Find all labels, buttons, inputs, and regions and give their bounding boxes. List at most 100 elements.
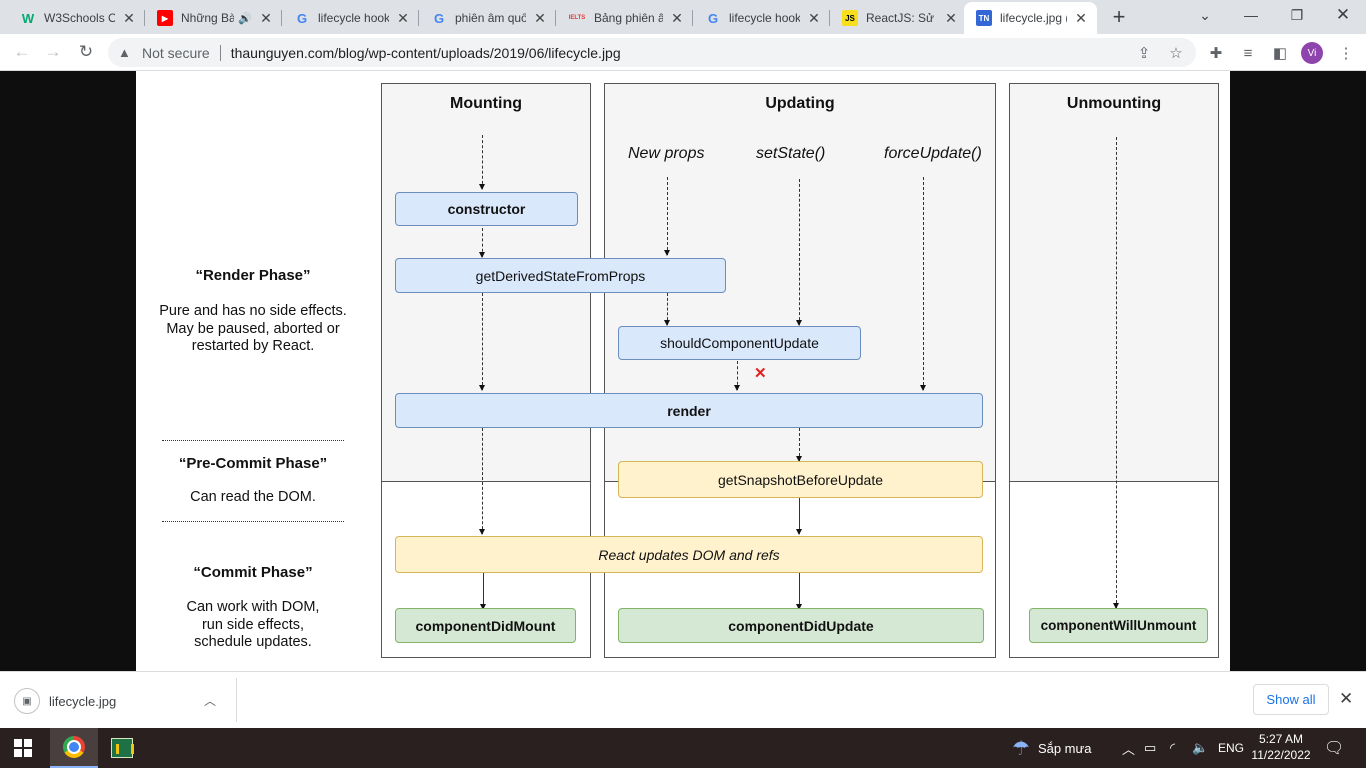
thaunguyen-favicon-icon: TN [976, 10, 992, 26]
close-icon[interactable]: ✕ [260, 9, 272, 26]
profile-avatar[interactable]: Vi [1301, 42, 1323, 64]
close-icon[interactable]: ✕ [123, 9, 135, 26]
precommit-phase-description: Can read the DOM. [190, 489, 316, 505]
weather-widget[interactable]: ☂ Sắp mưa [1012, 728, 1091, 768]
tab-search-chevron-icon[interactable]: ⌄ [1199, 6, 1211, 23]
column-render-region [1010, 84, 1218, 482]
share-icon[interactable]: ⇪ [1137, 45, 1151, 62]
media-queue-icon[interactable]: ≡ [1243, 44, 1253, 62]
battery-icon[interactable]: ▭ [1144, 740, 1157, 755]
notification-icon[interactable]: 🗨 [1324, 740, 1345, 757]
constructor-node: constructor [395, 192, 578, 226]
tab-w3schools[interactable]: W W3Schools Online ✕ [8, 2, 145, 34]
get-snapshot-node: getSnapshotBeforeUpdate [618, 461, 983, 498]
tab-youtube[interactable]: ▶ Những Bài 🔊 ✕ [145, 2, 282, 34]
chevron-up-icon[interactable]: ︿ [204, 694, 217, 708]
wifi-icon[interactable]: ◜ [1170, 740, 1176, 755]
arrow-to-react-updates-dom [479, 428, 485, 535]
tab-title: Những Bài [181, 11, 235, 25]
minimize-icon[interactable]: — [1244, 7, 1258, 23]
tab-separator [829, 10, 830, 26]
react-updates-dom-node: React updates DOM and refs [395, 536, 983, 573]
speaker-icon[interactable]: 🔊 [238, 12, 252, 25]
reject-x-icon: ✕ [754, 365, 767, 382]
download-file-name[interactable]: lifecycle.jpg [49, 693, 117, 709]
volume-icon[interactable]: 🔈 [1192, 740, 1209, 755]
commit-phase-title: “Commit Phase” [193, 564, 313, 581]
show-all-button[interactable]: Show all [1253, 684, 1329, 715]
forward-arrow-icon[interactable]: → [44, 42, 62, 61]
chrome-taskbar-button[interactable] [50, 728, 98, 768]
omnibox-divider [219, 44, 221, 61]
back-arrow-icon[interactable]: ← [13, 42, 31, 61]
render-phase-description: Pure and has no side effects. May be pau… [136, 303, 370, 356]
close-icon[interactable]: ✕ [808, 9, 820, 26]
arrow-to-should-update [664, 293, 670, 326]
tab-google-lifecycle[interactable]: G lifecycle hooks ✕ [282, 2, 419, 34]
arrow-to-will-unmount [1113, 137, 1119, 609]
plus-icon[interactable]: + [1112, 4, 1126, 29]
tab-title: lifecycle hooks [318, 11, 389, 25]
arrow-should-update-to-render [734, 361, 740, 391]
download-divider [236, 678, 237, 722]
close-icon[interactable]: ✕ [1075, 9, 1087, 26]
tab-title: lifecycle.jpg ( [1000, 11, 1067, 25]
windows-start-icon[interactable] [14, 739, 32, 757]
arrow-to-did-mount [480, 573, 486, 610]
tab-title: phiên âm quốc tế [455, 11, 526, 25]
window-close-icon[interactable]: ✕ [1335, 5, 1351, 24]
tab-ielts[interactable]: IELTS Bảng phiên âm ✕ [556, 2, 693, 34]
reload-icon[interactable]: ↻ [78, 42, 94, 61]
unmounting-heading: Unmounting [1066, 95, 1162, 112]
tab-reactjs[interactable]: JS ReactJS: Sử dụng ✕ [830, 2, 967, 34]
unmounting-column: Unmounting [1009, 83, 1219, 658]
address-bar[interactable]: ▲ Not secure thaunguyen.com/blog/wp-cont… [108, 38, 1196, 67]
close-icon[interactable]: ✕ [1339, 689, 1354, 708]
hidden-icons-chevron-icon[interactable]: ︿ [1122, 741, 1136, 757]
language-indicator[interactable]: ENG [1218, 741, 1245, 755]
phase-divider [162, 440, 344, 441]
tab-separator [281, 10, 282, 26]
arrow-to-get-snapshot [796, 428, 802, 462]
browser-toolbar: ← → ↻ ▲ Not secure thaunguyen.com/blog/w… [0, 34, 1366, 71]
security-label[interactable]: Not secure [142, 44, 210, 61]
weather-text: Sắp mưa [1037, 740, 1092, 756]
youtube-favicon-icon: ▶ [157, 10, 173, 26]
system-clock[interactable]: 5:27 AM 11/22/2022 [1250, 731, 1312, 763]
component-did-update-node: componentDidUpdate [618, 608, 984, 643]
lifecycle-diagram-image: “Render Phase” Pure and has no side effe… [136, 71, 1230, 671]
google-favicon-icon: G [433, 10, 445, 26]
bookmark-star-icon[interactable]: ☆ [1169, 45, 1183, 62]
w3schools-favicon-icon: W [21, 10, 35, 26]
arrow-to-get-derived-state [479, 228, 485, 258]
render-node: render [395, 393, 983, 428]
arrow-snapshot-to-dom [796, 498, 802, 535]
js-favicon-icon: JS [842, 10, 858, 26]
commit-phase-line: Can work with DOM, [186, 599, 320, 615]
image-file-icon: ▣ [14, 688, 40, 714]
url-text[interactable]: thaunguyen.com/blog/wp-content/uploads/2… [230, 44, 621, 61]
phase-divider [162, 521, 344, 522]
set-state-trigger: setState() [756, 145, 826, 162]
page-viewport: “Render Phase” Pure and has no side effe… [0, 71, 1366, 671]
tab-google-lifecycle-2[interactable]: G lifecycle hooks ✕ [693, 2, 830, 34]
tab-lifecycle-jpg[interactable]: TN lifecycle.jpg ( ✕ [964, 2, 1097, 34]
arrow-force-update [920, 177, 926, 391]
clock-date: 11/22/2022 [1251, 748, 1311, 762]
close-icon[interactable]: ✕ [534, 9, 546, 26]
tab-title: Bảng phiên âm [594, 11, 663, 25]
commit-phase-line: schedule updates. [194, 634, 312, 650]
warning-triangle-icon[interactable]: ▲ [118, 45, 131, 60]
kebab-menu-icon[interactable]: ⋮ [1338, 45, 1354, 62]
download-item[interactable]: ▣ lifecycle.jpg [14, 686, 116, 716]
tab-google-phien-am[interactable]: G phiên âm quốc tế ✕ [419, 2, 556, 34]
close-icon[interactable]: ✕ [945, 9, 957, 26]
download-bar: ▣ lifecycle.jpg ︿ Show all ✕ [0, 671, 1366, 728]
app-taskbar-button[interactable] [98, 728, 146, 768]
close-icon[interactable]: ✕ [671, 9, 683, 26]
tab-title: ReactJS: Sử dụng [866, 11, 937, 25]
side-panel-icon[interactable]: ◧ [1272, 45, 1288, 62]
restore-icon[interactable]: ❐ [1290, 6, 1304, 23]
close-icon[interactable]: ✕ [397, 9, 409, 26]
extensions-puzzle-icon[interactable]: ✚ [1209, 45, 1223, 62]
